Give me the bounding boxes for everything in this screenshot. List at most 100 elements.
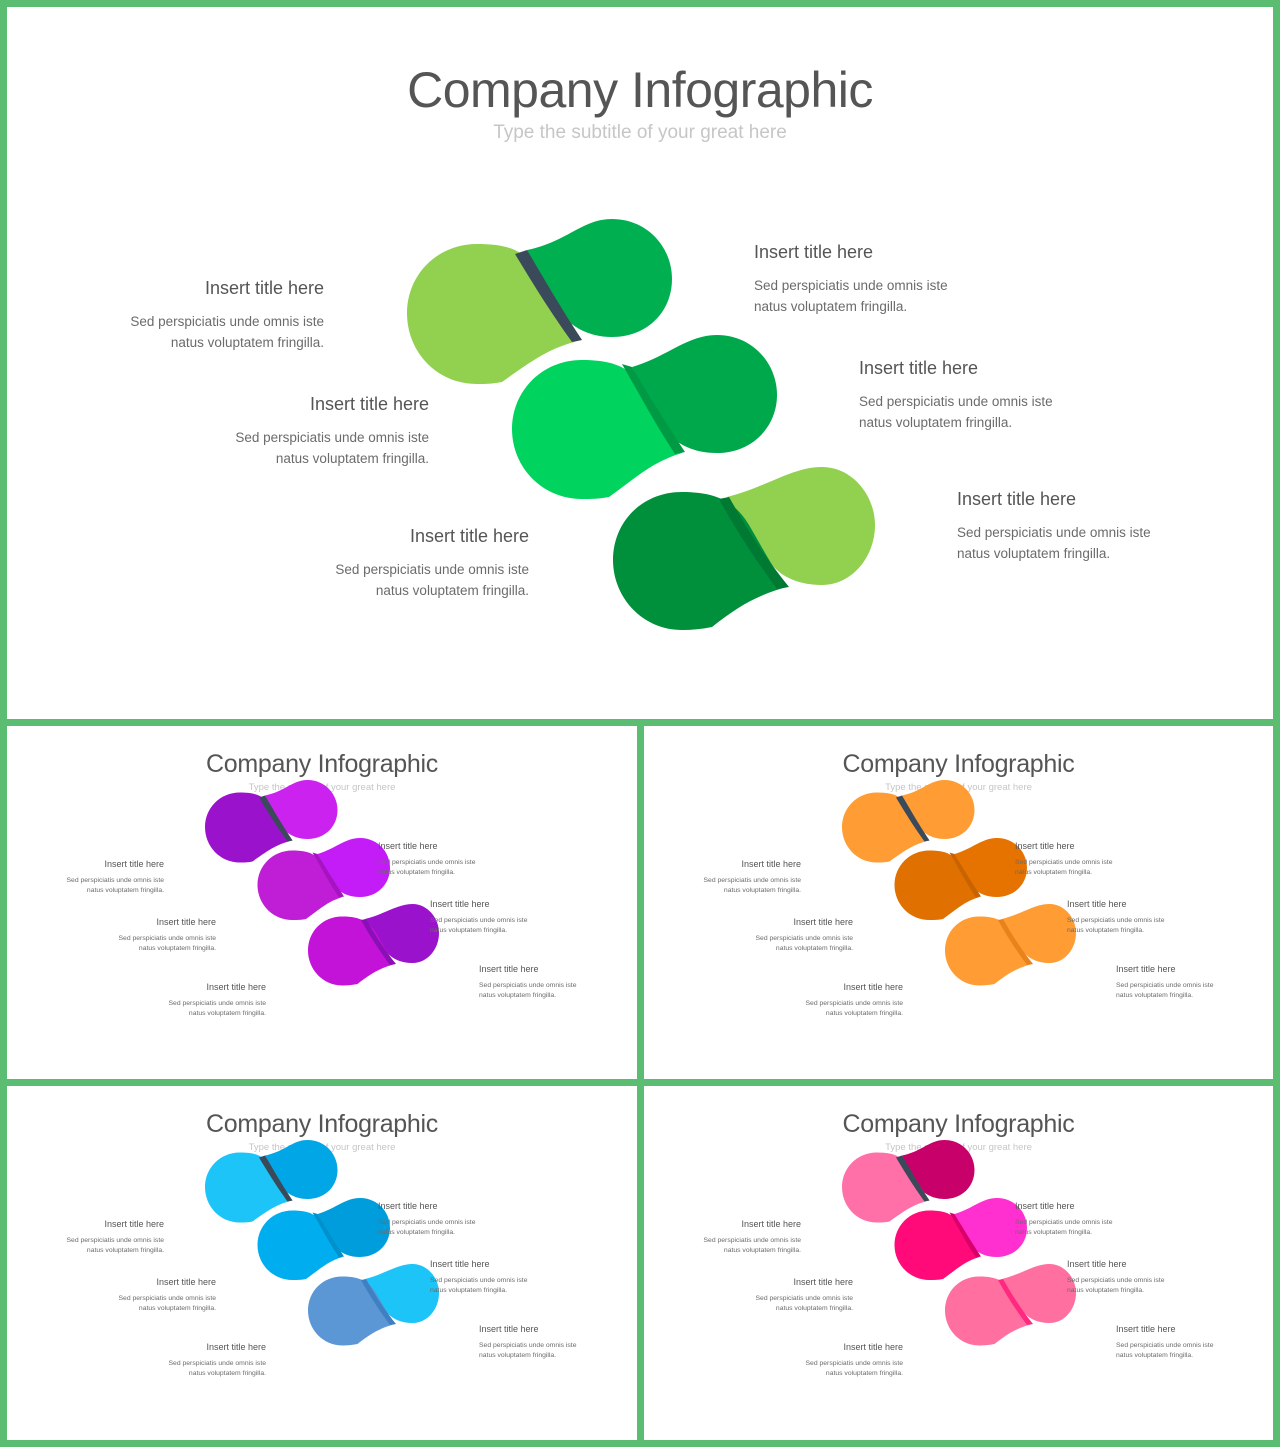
callout-right-2: Insert title here Sed perspiciatis unde … (430, 1259, 580, 1296)
callout-body: Sed perspiciatis unde omnis iste natus v… (859, 394, 1053, 430)
callout-body: Sed perspiciatis unde omnis iste natus v… (1015, 1219, 1113, 1236)
callout-title: Insert title here (479, 1324, 539, 1334)
pill-1-right-lobe (527, 219, 672, 337)
callout-title: Insert title here (741, 1219, 801, 1229)
callout-title: Insert title here (206, 982, 266, 992)
callout-title: Insert title here (430, 899, 490, 909)
pill-3-fold (361, 1279, 396, 1325)
callout-right-1: Insert title here Sed perspiciatis unde … (1015, 1201, 1165, 1238)
callout-left-3: Insert title here Sed perspiciatis unde … (753, 982, 903, 1019)
pill-2-fold (949, 1212, 981, 1258)
pill-2 (894, 1198, 1027, 1280)
callout-title: Insert title here (479, 964, 539, 974)
pill-1 (842, 780, 975, 863)
slide-title: Company Infographic (407, 62, 873, 118)
pill-infographic (205, 780, 439, 986)
callout-body: Sed perspiciatis unde omnis iste natus v… (805, 1000, 903, 1017)
callout-body: Sed perspiciatis unde omnis iste natus v… (755, 935, 853, 952)
callout-title: Insert title here (1116, 964, 1176, 974)
pill-1-fold (515, 250, 582, 342)
callout-body: Sed perspiciatis unde omnis iste natus v… (755, 1295, 853, 1312)
pill-1-fold (259, 795, 293, 842)
callout-body: Sed perspiciatis unde omnis iste natus v… (430, 1277, 528, 1294)
slide-title: Company Infographic (206, 750, 438, 778)
pill-3-right-lobe (727, 467, 875, 585)
slide-subtitle: Type the subtitle of your great here (493, 122, 787, 143)
pill-1-right-lobe (265, 780, 338, 839)
pill-infographic (407, 219, 875, 630)
callout-right-1: Insert title here Sed perspiciatis unde … (754, 241, 1054, 317)
pill-2-fold (312, 852, 344, 898)
callout-title: Insert title here (206, 1342, 266, 1352)
pill-3-right-lobe (365, 1264, 439, 1323)
callout-right-3: Insert title here Sed perspiciatis unde … (479, 1324, 629, 1361)
callout-body: Sed perspiciatis unde omnis iste natus v… (168, 1360, 266, 1377)
pill-2 (257, 838, 390, 920)
callout-left-1: Insert title here Sed perspiciatis unde … (651, 1219, 801, 1256)
slide-title: Company Infographic (842, 750, 1075, 778)
callout-body: Sed perspiciatis unde omnis iste natus v… (430, 917, 528, 934)
pill-1-fold (259, 1155, 293, 1202)
pill-1 (205, 1140, 338, 1223)
callout-title: Insert title here (1067, 899, 1127, 909)
pill-1 (407, 219, 672, 384)
pill-1-right-lobe (902, 780, 975, 839)
callout-right-3: Insert title here Sed perspiciatis unde … (1116, 964, 1266, 1001)
callout-body: Sed perspiciatis unde omnis iste natus v… (805, 1360, 903, 1377)
callout-body: Sed perspiciatis unde omnis iste natus v… (335, 562, 529, 598)
callout-body: Sed perspiciatis unde omnis iste natus v… (1015, 859, 1113, 876)
pill-2-right-lobe (954, 838, 1027, 897)
callout-title: Insert title here (793, 1277, 853, 1287)
callout-left-3: Insert title here Sed perspiciatis unde … (116, 1342, 266, 1379)
callout-body: Sed perspiciatis unde omnis iste natus v… (235, 430, 429, 466)
slide-blue[interactable]: Company Infographic Type the subtitle of… (7, 1086, 637, 1440)
pill-3 (308, 904, 439, 986)
slide-pink[interactable]: Company Infographic Type the subtitle of… (644, 1086, 1273, 1440)
callout-right-3: Insert title here Sed perspiciatis unde … (957, 488, 1257, 564)
callout-body: Sed perspiciatis unde omnis iste natus v… (1116, 1342, 1214, 1359)
slide-purple[interactable]: Company Infographic Type the subtitle of… (7, 726, 637, 1079)
callout-title: Insert title here (1015, 1201, 1075, 1211)
pill-2-right-lobe (317, 1198, 390, 1257)
callout-right-2: Insert title here Sed perspiciatis unde … (1067, 899, 1217, 936)
callout-left-1: Insert title here Sed perspiciatis unde … (651, 859, 801, 896)
pill-1-right-lobe (265, 1140, 338, 1199)
callout-body: Sed perspiciatis unde omnis iste natus v… (957, 525, 1151, 561)
callout-title: Insert title here (309, 394, 429, 414)
callout-title: Insert title here (409, 526, 529, 546)
callout-left-2: Insert title here Sed perspiciatis unde … (129, 393, 429, 469)
callout-left-2: Insert title here Sed perspiciatis unde … (703, 1277, 853, 1314)
callout-right-2: Insert title here Sed perspiciatis unde … (859, 357, 1159, 433)
pill-3-fold (719, 497, 789, 589)
callout-title: Insert title here (378, 841, 438, 851)
pill-1 (842, 1140, 975, 1223)
callout-title: Insert title here (843, 982, 903, 992)
pill-infographic (842, 780, 1076, 986)
callout-title: Insert title here (1116, 1324, 1176, 1334)
pill-2-right-lobe (954, 1198, 1027, 1257)
callout-title: Insert title here (793, 917, 853, 927)
callout-title: Insert title here (156, 917, 216, 927)
callout-body: Sed perspiciatis unde omnis iste natus v… (479, 982, 577, 999)
callout-right-1: Insert title here Sed perspiciatis unde … (378, 1201, 528, 1238)
pill-3-right-lobe (1002, 904, 1076, 963)
pill-3-right-lobe (1002, 1264, 1076, 1323)
slide-orange[interactable]: Company Infographic Type the subtitle of… (644, 726, 1273, 1079)
pill-2 (257, 1198, 390, 1280)
callout-body: Sed perspiciatis unde omnis iste natus v… (130, 314, 324, 350)
slide-green[interactable]: Company Infographic Type the subtitle of… (7, 7, 1273, 719)
callout-left-2: Insert title here Sed perspiciatis unde … (66, 917, 216, 954)
pill-1-right-lobe (902, 1140, 975, 1199)
pill-2 (894, 838, 1027, 920)
callout-body: Sed perspiciatis unde omnis iste natus v… (754, 278, 948, 314)
pill-3-right-lobe (365, 904, 439, 963)
callout-body: Sed perspiciatis unde omnis iste natus v… (703, 1237, 801, 1254)
callout-body: Sed perspiciatis unde omnis iste natus v… (703, 877, 801, 894)
callout-title: Insert title here (957, 489, 1077, 509)
callout-title: Insert title here (754, 242, 874, 262)
callout-left-2: Insert title here Sed perspiciatis unde … (66, 1277, 216, 1314)
callout-body: Sed perspiciatis unde omnis iste natus v… (1116, 982, 1214, 999)
callout-body: Sed perspiciatis unde omnis iste natus v… (479, 1342, 577, 1359)
callout-right-1: Insert title here Sed perspiciatis unde … (378, 841, 528, 878)
callout-left-1: Insert title here Sed perspiciatis unde … (24, 277, 324, 353)
